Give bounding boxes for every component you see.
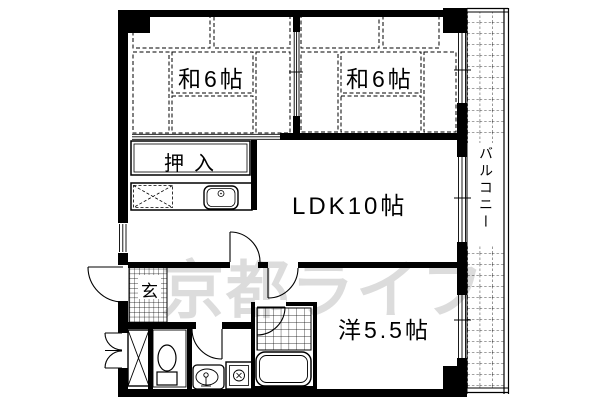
sliding-doors: [132, 32, 303, 140]
room-label-closet: 押入: [164, 153, 224, 175]
windows: [119, 32, 471, 358]
toilet-room: [152, 329, 187, 388]
washbasin-icon: [192, 364, 225, 390]
balcony-area: [466, 7, 510, 394]
kitchen-counter: [130, 182, 253, 211]
watermark-text: 京都ライフ: [161, 256, 486, 326]
room-label-entrance: 玄: [141, 282, 158, 301]
entrance-tile: [128, 265, 168, 324]
room-label-balcony: バルコニー: [478, 146, 494, 231]
tatami-mats: [132, 12, 457, 134]
bathtub-icon: [255, 351, 312, 387]
bathroom: [251, 300, 317, 390]
walls: [118, 8, 467, 397]
room-label-ldk: LDK10帖: [292, 193, 408, 220]
room-label-western-room: 洋5.5帖: [338, 317, 431, 343]
washing-machine-pan-icon: [225, 361, 253, 390]
room-label-washitsu-right: 和6帖: [346, 66, 414, 92]
toilet-icon: [157, 344, 177, 372]
closet-box: [130, 140, 251, 176]
pipe-shaft: [127, 329, 150, 387]
room-label-washitsu-left: 和6帖: [178, 66, 246, 92]
doors: [87, 231, 299, 369]
sink-icon: [203, 185, 239, 210]
